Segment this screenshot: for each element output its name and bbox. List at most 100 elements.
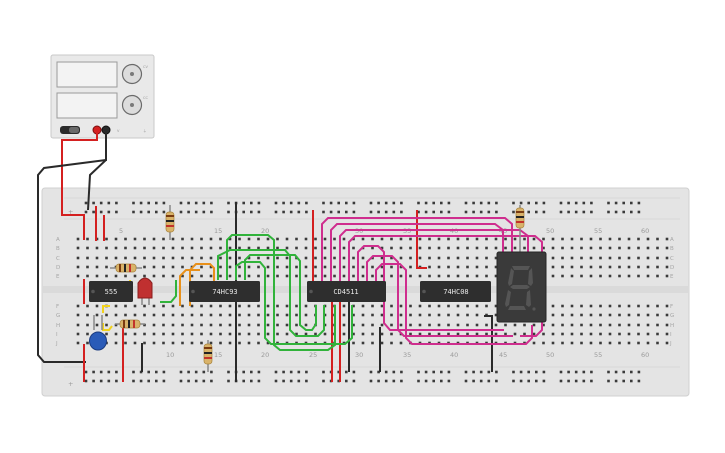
breadboard-hole[interactable] [637,237,640,241]
breadboard-hole[interactable] [590,210,593,214]
breadboard-hole[interactable] [570,246,574,250]
breadboard-hole[interactable] [187,370,190,374]
breadboard-hole[interactable] [133,332,137,336]
breadboard-hole[interactable] [352,379,356,383]
breadboard-hole[interactable] [432,210,435,214]
breadboard-hole[interactable] [181,256,184,260]
breadboard-hole[interactable] [542,201,546,205]
breadboard-hole[interactable] [305,210,308,214]
breadboard-hole[interactable] [210,379,213,383]
breadboard-hole[interactable] [190,332,194,336]
breadboard-hole[interactable] [242,201,245,205]
breadboard-hole[interactable] [194,379,198,383]
breadboard-hole[interactable] [561,304,564,308]
breadboard-hole[interactable] [418,323,422,327]
breadboard-hole[interactable] [607,201,610,205]
breadboard-hole[interactable] [475,256,479,260]
breadboard-hole[interactable] [242,370,245,374]
breadboard-hole[interactable] [551,265,555,269]
breadboard-hole[interactable] [361,256,365,260]
breadboard-hole[interactable] [314,246,317,250]
breadboard-hole[interactable] [274,370,278,374]
breadboard-hole[interactable] [181,274,184,278]
breadboard-hole[interactable] [276,313,279,317]
breadboard-hole[interactable] [447,265,450,269]
breadboard-hole[interactable] [295,265,298,269]
breadboard-hole[interactable] [124,304,127,308]
breadboard-hole[interactable] [656,246,659,250]
seven-segment-display[interactable]: 8 [496,251,547,323]
breadboard-hole[interactable] [162,370,166,374]
breadboard-hole[interactable] [124,332,127,336]
breadboard-hole[interactable] [352,256,355,260]
breadboard-hole[interactable] [574,201,578,205]
green-wires[interactable] [160,234,353,351]
breadboard-hole[interactable] [143,304,146,308]
breadboard-hole[interactable] [200,274,203,278]
breadboard-hole[interactable] [238,313,241,317]
breadboard-hole[interactable] [535,210,538,214]
breadboard-hole[interactable] [276,274,279,278]
breadboard-hole[interactable] [432,379,435,383]
breadboard-hole[interactable] [466,265,469,269]
wire-black[interactable] [484,315,493,372]
wire-magenta[interactable] [330,223,504,285]
breadboard-hole[interactable] [574,370,578,374]
breadboard-hole[interactable] [637,265,640,269]
breadboard-hole[interactable] [86,332,89,336]
breadboard-hole[interactable] [333,237,336,241]
breadboard-hole[interactable] [440,201,443,205]
breadboard-hole[interactable] [428,246,431,250]
breadboard-hole[interactable] [637,201,641,205]
breadboard-hole[interactable] [504,332,507,336]
breadboard-hole[interactable] [352,313,355,317]
breadboard-hole[interactable] [238,341,241,345]
breadboard-hole[interactable] [147,210,150,214]
breadboard-hole[interactable] [589,332,593,336]
breadboard-hole[interactable] [418,237,422,241]
breadboard-hole[interactable] [646,304,650,308]
breadboard-hole[interactable] [266,246,270,250]
breadboard-hole[interactable] [200,237,203,241]
breadboard-hole[interactable] [132,210,135,214]
breadboard-hole[interactable] [352,341,355,345]
breadboard-hole[interactable] [289,201,293,205]
breadboard-hole[interactable] [504,323,507,327]
breadboard-hole[interactable] [132,201,135,205]
breadboard-hole[interactable] [305,370,308,374]
breadboard-hole[interactable] [133,313,137,317]
breadboard-hole[interactable] [535,370,538,374]
breadboard-hole[interactable] [219,332,222,336]
breadboard-hole[interactable] [580,341,583,345]
breadboard-hole[interactable] [342,332,346,336]
breadboard-hole[interactable] [219,237,222,241]
breadboard-hole[interactable] [570,341,574,345]
breadboard-hole[interactable] [447,210,451,214]
breadboard-hole[interactable] [479,201,483,205]
breadboard-hole[interactable] [656,265,659,269]
breadboard-hole[interactable] [238,274,241,278]
breadboard-hole[interactable] [399,341,403,345]
breadboard-hole[interactable] [257,304,260,308]
breadboard-hole[interactable] [665,323,669,327]
breadboard-hole[interactable] [390,313,393,317]
breadboard-hole[interactable] [561,341,564,345]
breadboard-hole[interactable] [274,210,278,214]
breadboard-hole[interactable] [285,313,289,317]
breadboard-hole[interactable] [171,323,175,327]
breadboard-hole[interactable] [345,370,348,374]
breadboard-hole[interactable] [392,210,396,214]
breadboard-hole[interactable] [590,201,593,205]
breadboard-hole[interactable] [665,304,669,308]
breadboard-hole[interactable] [409,323,412,327]
breadboard-hole[interactable] [614,370,618,374]
breadboard-hole[interactable] [418,332,422,336]
breadboard-hole[interactable] [494,237,498,241]
breadboard-hole[interactable] [114,313,118,317]
breadboard-hole[interactable] [472,210,475,214]
breadboard-hole[interactable] [209,332,213,336]
breadboard-hole[interactable] [114,246,118,250]
breadboard-hole[interactable] [512,210,515,214]
breadboard-hole[interactable] [646,341,650,345]
breadboard-hole[interactable] [282,201,285,205]
